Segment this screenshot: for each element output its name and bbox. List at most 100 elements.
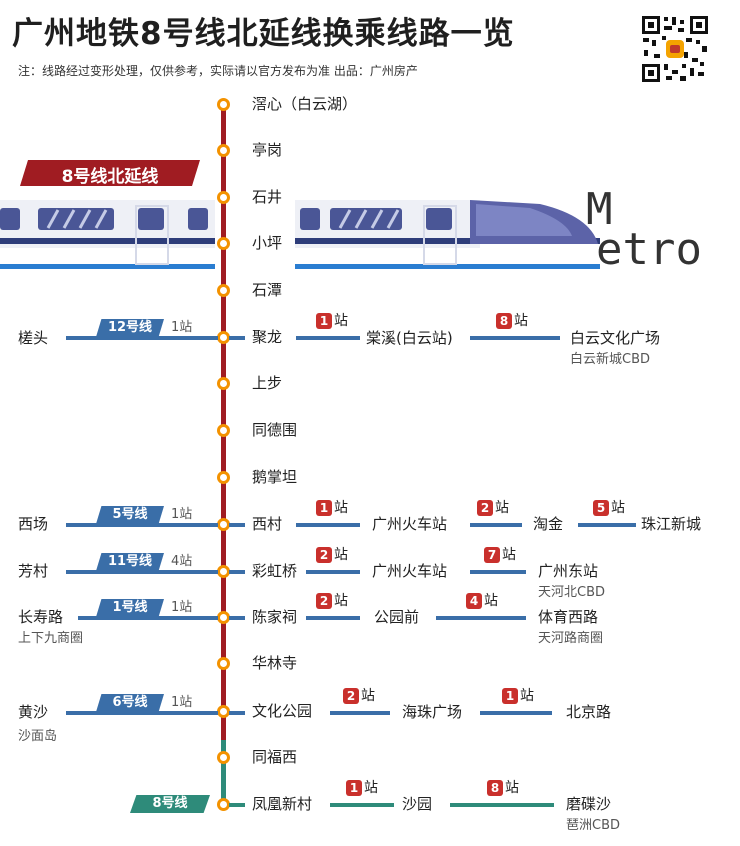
hop-unit: 站 [502,547,516,563]
station-name: 亭岗 [252,141,283,159]
station-dot [217,284,230,297]
hop-unit: 站 [514,313,528,329]
metro-logo-text: etro [596,224,702,275]
station-name: 同福西 [252,748,298,766]
district-label: 琶洲CBD [566,818,621,833]
line-tag: 12号线 [96,319,164,337]
transfer-station: 淘金 [533,515,564,533]
stop-count: 1站 [171,507,193,522]
transfer-line-west [66,336,218,340]
west-station: 西场 [18,515,49,533]
hop-unit: 站 [611,500,625,516]
transfer-station: 沙园 [402,795,433,813]
station-dot [217,377,230,390]
district-label: 天河北CBD [538,585,606,600]
transfer-line-east [470,523,522,527]
transfer-station: 广州东站 [538,562,599,580]
west-station: 黄沙 [18,703,49,721]
transfer-line-west [66,570,218,574]
transfer-station: 广州火车站 [372,515,448,533]
transfer-station: 海珠广场 [402,703,463,721]
district-label: 上下九商圈 [18,631,84,646]
station-dot [217,705,230,718]
district-label: 白云新城CBD [570,352,651,367]
hop-count-badge: 8 [496,313,512,329]
hop-count-badge: 8 [487,780,503,796]
stop-count: 4站 [171,554,193,569]
stop-count: 1站 [171,320,193,335]
hop-unit: 站 [361,688,375,704]
station-dot [217,331,230,344]
hop-count-badge: 5 [593,500,609,516]
line-tag: 11号线 [96,553,164,571]
station-dot [217,657,230,670]
transfer-line-east [470,570,526,574]
hop-unit: 站 [364,780,378,796]
station-dot [217,471,230,484]
transfer-line-stub [229,336,245,340]
transfer-line-east [436,616,526,620]
transfer-line-stub [229,616,245,620]
station-name: 石潭 [252,281,283,299]
station-name: 陈家祠 [252,608,298,626]
station-dot [217,98,230,111]
transfer-line-east [480,711,552,715]
station-dot [217,144,230,157]
hop-unit: 站 [334,547,348,563]
transfer-line-east [330,711,390,715]
line-tag: 5号线 [96,506,164,524]
hop-count-badge: 2 [477,500,493,516]
transfer-station: 公园前 [374,608,420,626]
district-label: 天河路商圈 [538,631,604,646]
station-name: 华林寺 [252,654,298,672]
hop-unit: 站 [520,688,534,704]
north-extension-banner [20,160,200,186]
station-dot [217,237,230,250]
line-tag: 1号线 [96,599,164,617]
stop-count: 1站 [171,600,193,615]
station-dot [217,751,230,764]
transfer-station: 体育西路 [538,608,599,626]
hop-count-badge: 1 [316,313,332,329]
hop-count-badge: 7 [484,547,500,563]
station-name: 鹅掌坦 [252,468,298,486]
train-illustration [0,196,600,276]
station-dot [217,798,230,811]
transfer-line-stub [229,523,245,527]
station-dot [217,565,230,578]
hop-count-badge: 1 [502,688,518,704]
station-name: 石井 [252,188,283,206]
station-name: 西村 [252,515,283,533]
west-station: 槎头 [18,329,49,347]
line-tag: 8号线 [130,795,210,813]
line8-north-extension-track [221,104,226,740]
transfer-line-stub [229,711,245,715]
transfer-line-east [296,336,360,340]
transfer-station: 白云文化广场 [570,329,661,347]
transfer-line-east [578,523,636,527]
transfer-station: 北京路 [566,703,612,721]
disclaimer-note: 注：线路经过变形处理，仅供参考，实际请以官方发布为准 出品：广州房产 [18,64,418,78]
west-station: 长寿路 [18,608,64,626]
station-name: 小坪 [252,234,283,252]
transfer-line-east [306,616,360,620]
transfer-station: 棠溪(白云站) [366,329,453,347]
hop-count-badge: 1 [346,780,362,796]
hop-unit: 站 [334,500,348,516]
hop-unit: 站 [484,593,498,609]
station-dot [217,191,230,204]
banner-label: 8号线北延线 [61,167,159,187]
transfer-station: 广州火车站 [372,562,448,580]
qr-code-icon [640,14,710,84]
transfer-station: 珠江新城 [641,515,702,533]
hop-count-badge: 2 [316,547,332,563]
hop-unit: 站 [334,593,348,609]
transfer-line-east [306,570,360,574]
station-dot [217,518,230,531]
station-dot [217,424,230,437]
station-name: 滘心（白云湖） [252,95,358,113]
metro-logo-m: M [586,184,613,235]
station-name: 文化公园 [252,702,313,720]
hop-unit: 站 [495,500,509,516]
transfer-line-stub [229,570,245,574]
